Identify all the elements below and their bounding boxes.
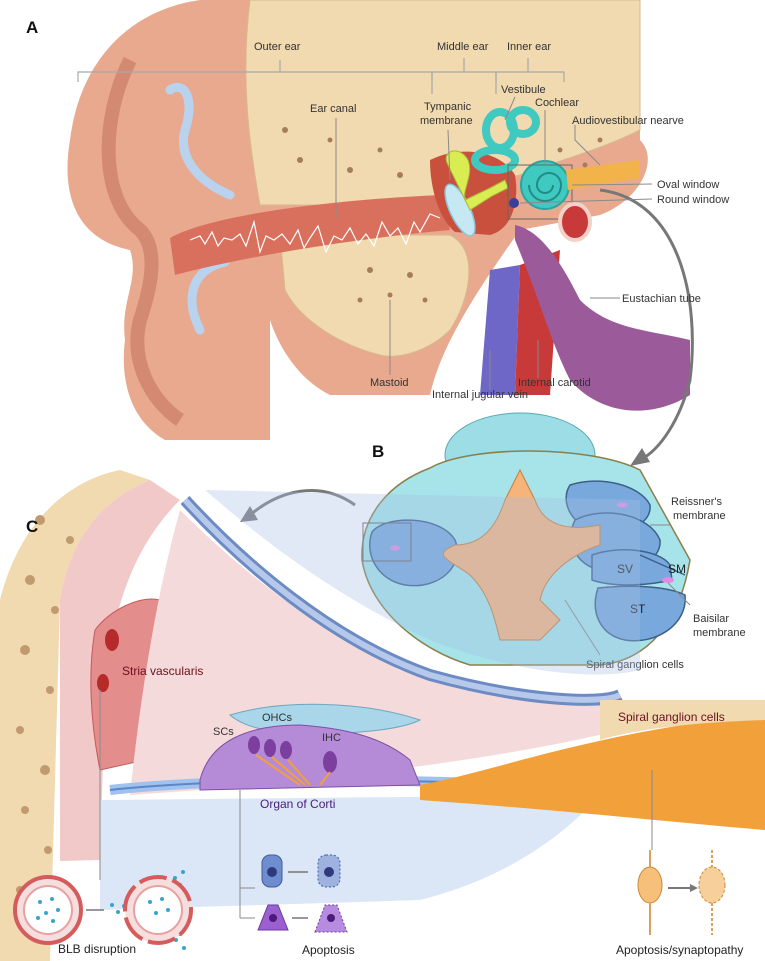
- middle-ear-label: Middle ear: [437, 41, 489, 53]
- carotid-canal: [558, 202, 592, 242]
- ossicles: [445, 150, 509, 211]
- arrow-b-to-c: [249, 489, 356, 517]
- ohcs-label: OHCs: [262, 712, 292, 724]
- inner-hair-cell: [323, 751, 337, 773]
- sv-label: SV: [617, 562, 633, 576]
- tympanic-leader: [447, 129, 451, 181]
- basilar-leader: [667, 582, 691, 606]
- nerve-fibers-c: [255, 754, 331, 786]
- bony-wall: [0, 470, 150, 961]
- audiovestibular-nerve: [566, 160, 640, 190]
- reissner-membrane-line: [639, 554, 686, 576]
- eustachian-tube: [515, 225, 690, 411]
- spiral-ganglion-bone: [600, 700, 765, 740]
- outer-ear-label: Outer ear: [254, 41, 301, 53]
- panel-b-label: B: [372, 442, 384, 461]
- cochlea-zoom-box: [507, 164, 573, 220]
- organ-of-corti-mark-b: [662, 577, 674, 583]
- inner-ear-bracket: [495, 71, 565, 82]
- apoptosis-label: Apoptosis: [302, 943, 355, 957]
- organ-of-corti-label: Organ of Corti: [260, 797, 335, 811]
- neuron-normal: [637, 850, 663, 935]
- round-window-label: Round window: [657, 194, 729, 206]
- scala-tympani: [100, 795, 600, 910]
- turn-lower-st: [594, 585, 686, 642]
- spiral-ganglion-b-label: Spiral ganglion cells: [586, 659, 684, 671]
- scs-label: SCs: [213, 726, 234, 738]
- oval-window-label: Oval window: [657, 179, 719, 191]
- apoptosis-synaptopathy-label: Apoptosis/synaptopathy: [616, 943, 743, 957]
- oval-window-leader: [571, 183, 653, 186]
- neuron-damaged: [698, 850, 726, 935]
- arrow-a-to-b-head: [630, 448, 650, 466]
- mastoid-bone: [279, 234, 470, 357]
- pinna-fold: [101, 56, 185, 426]
- arrow-a-to-b: [599, 188, 694, 462]
- modiolus-ganglion: [442, 468, 601, 641]
- spiral-ganglion-c-label: Spiral ganglion cells: [618, 710, 725, 724]
- support-cell-apoptotic: [314, 904, 348, 933]
- st-label: ST: [630, 602, 646, 616]
- lateral-wall: [60, 480, 180, 861]
- panel-a-label: A: [26, 18, 38, 37]
- support-cell-normal: [257, 904, 289, 931]
- mastoid-label: Mastoid: [370, 377, 409, 389]
- inner-ear-label: Inner ear: [507, 41, 551, 53]
- eustachian-tube-label: Eustachian tube: [622, 293, 701, 305]
- pinna-cartilage-upper: [165, 83, 235, 200]
- nerve-leader: [574, 125, 601, 166]
- round-window-leader: [519, 198, 653, 204]
- organ-mark-upper: [617, 502, 627, 508]
- stria-vessel-2: [97, 674, 109, 692]
- outer-hair-cell-apoptotic: [317, 854, 341, 888]
- reissner-membrane-c-inner: [182, 497, 622, 703]
- neuron-arrow-head: [690, 884, 698, 892]
- organ-mark-left: [390, 545, 400, 551]
- arrow-b-to-c-head: [240, 506, 258, 522]
- spiral-ganglion-b-leader: [564, 599, 601, 656]
- panel-a-ear-anatomy: A Outer ear Middle ear Inner ear Ear can…: [26, 0, 729, 466]
- internal-carotid-label: Internal carotid: [518, 377, 591, 389]
- basilar-label-line1: Baisilar: [693, 613, 729, 625]
- bone-pores: [282, 127, 603, 303]
- cochlea-spiral: [528, 172, 563, 202]
- semicircular-canals: [471, 106, 540, 174]
- sm-label: SM: [668, 562, 686, 576]
- tympanic-label-line1: Tympanic: [424, 101, 472, 113]
- audiovestibular-nerve-label: Audiovestibular nearve: [572, 115, 684, 127]
- panel-c-cochlear-duct: C Stria vascularis SCs OHCs IHC Organ of…: [0, 470, 765, 961]
- stria-vessel-1: [105, 629, 119, 651]
- internal-jugular-label: Internal jugular vein: [432, 389, 528, 401]
- blb-disruption-label: BLB disruption: [58, 942, 136, 956]
- tympanic-label-line2: membrane: [420, 115, 473, 127]
- cochlear-label: Cochlear: [535, 97, 579, 109]
- outer-hair-cell-normal: [261, 854, 283, 888]
- ihc-label: IHC: [322, 732, 341, 744]
- vestibule-leader: [504, 96, 516, 121]
- zoom-box-b: [362, 522, 412, 562]
- spiral-ganglion-bundle: [420, 715, 765, 830]
- ear-canal-label: Ear canal: [310, 103, 356, 115]
- panel-c-label: C: [26, 517, 38, 536]
- basilar-label-line2: membrane: [693, 627, 746, 639]
- reissners-label-line2: membrane: [673, 510, 726, 522]
- outer-hair-cells: [248, 736, 292, 759]
- round-window: [509, 198, 519, 208]
- ear-canal: [170, 195, 450, 275]
- vestibule-label: Vestibule: [501, 84, 546, 96]
- scala-vestibuli: [205, 490, 640, 675]
- blood-vessel-disrupted: [123, 875, 193, 945]
- turn-left: [369, 519, 458, 587]
- reissners-label-line1: Reissner's: [671, 496, 723, 508]
- panel-b-cochlea-cross-section: B Reissner's membrane SV SM ST Baisilar …: [240, 412, 746, 671]
- stria-vascularis-label: Stria vascularis: [122, 664, 203, 678]
- internal-jugular-vein: [480, 265, 520, 395]
- blood-vessel-intact: [13, 875, 83, 945]
- sound-wave: [189, 213, 441, 255]
